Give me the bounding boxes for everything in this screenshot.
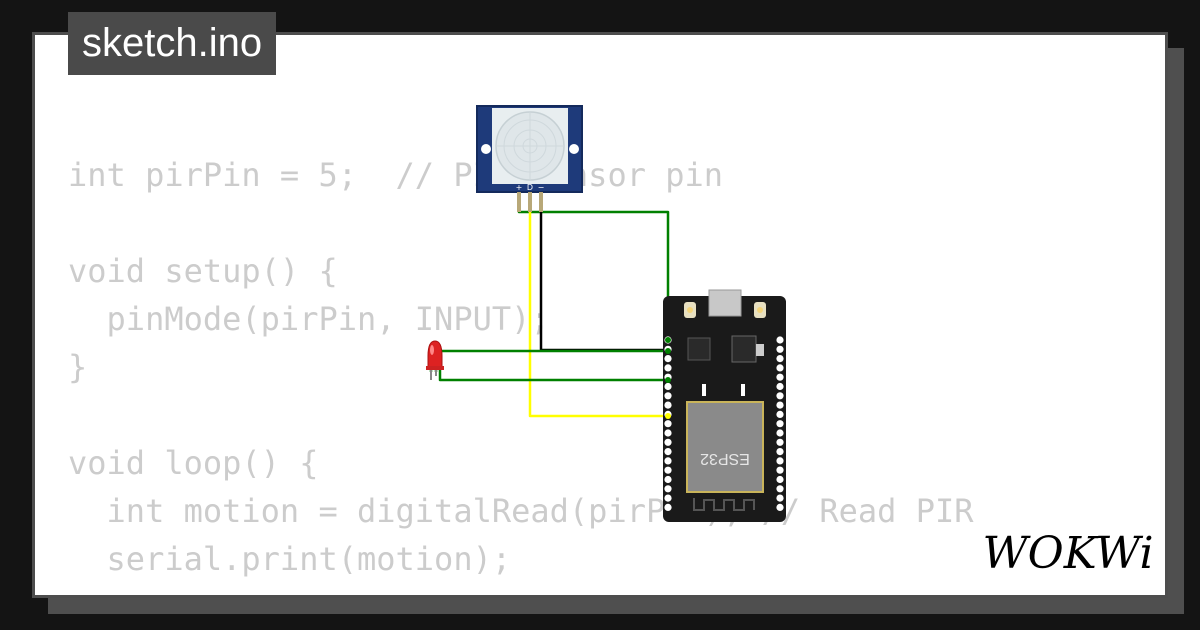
header-pin[interactable] <box>664 448 672 456</box>
header-pin[interactable] <box>776 438 784 446</box>
header-pin[interactable] <box>776 503 784 511</box>
header-pin[interactable] <box>664 382 672 391</box>
antenna-icon <box>693 498 755 511</box>
header-pin[interactable] <box>664 494 672 502</box>
header-pin[interactable] <box>776 382 784 391</box>
header-pin[interactable] <box>664 485 672 493</box>
pir-pin-label: + <box>516 183 523 192</box>
header-pin[interactable] <box>664 438 672 446</box>
header-pin[interactable] <box>776 457 784 465</box>
wokwi-logo-text: WOKWi <box>982 528 1153 579</box>
header-pin[interactable] <box>664 392 672 400</box>
pir-pin-label: D <box>527 183 533 192</box>
wire-led-cathode[interactable] <box>429 363 668 382</box>
usb-port-icon <box>708 289 742 317</box>
header-pin[interactable] <box>776 364 784 372</box>
header-pin[interactable] <box>776 475 784 484</box>
code-line: pinMode(pirPin, INPUT); <box>68 300 550 338</box>
header-pin[interactable] <box>776 345 784 353</box>
header-pin[interactable] <box>776 494 784 502</box>
header-pin[interactable] <box>776 466 784 474</box>
header-pin[interactable] <box>776 392 784 400</box>
pir-pin-label: − <box>538 183 545 192</box>
header-pin[interactable] <box>664 457 672 465</box>
wire-pir-gnd[interactable] <box>539 192 668 352</box>
header-pin[interactable] <box>664 466 672 474</box>
mount-hole-icon <box>569 144 579 154</box>
header-pin[interactable] <box>776 410 784 418</box>
header-pin[interactable] <box>664 364 672 372</box>
header-pin[interactable] <box>664 355 672 363</box>
pir-sensor[interactable]: + D − <box>476 105 583 212</box>
header-pin[interactable] <box>664 429 672 437</box>
ic-chip-icon <box>687 337 711 361</box>
file-tab-label: sketch.ino <box>82 21 263 65</box>
esp32-right-pins <box>776 336 784 511</box>
header-pin[interactable] <box>664 401 672 409</box>
header-pin[interactable] <box>664 420 672 428</box>
esp32-board[interactable]: ESP32 <box>663 289 786 522</box>
wires <box>429 192 670 418</box>
code-line: void loop() { <box>68 444 319 482</box>
code-line: void setup() { <box>68 252 338 290</box>
header-pin[interactable] <box>776 429 784 437</box>
esp32-chip-label: ESP32 <box>700 450 750 467</box>
code-line: serial.print(motion); <box>68 540 512 578</box>
header-pin[interactable] <box>776 373 784 381</box>
header-pin[interactable] <box>664 503 672 511</box>
code-line: } <box>68 348 88 386</box>
header-pin[interactable] <box>776 485 784 493</box>
led[interactable] <box>426 340 444 380</box>
wire-led-anode[interactable] <box>434 349 668 372</box>
header-pin[interactable] <box>776 420 784 428</box>
header-pin[interactable] <box>776 355 784 363</box>
header-pin[interactable] <box>776 401 784 409</box>
header-pin[interactable] <box>664 475 672 484</box>
header-pin[interactable] <box>776 336 784 344</box>
mount-hole-icon <box>481 144 491 154</box>
file-tab[interactable]: sketch.ino <box>68 12 277 75</box>
wire-pir-signal[interactable] <box>528 192 668 418</box>
header-pin[interactable] <box>776 448 784 456</box>
wokwi-logo: WOKWi <box>982 528 1153 579</box>
